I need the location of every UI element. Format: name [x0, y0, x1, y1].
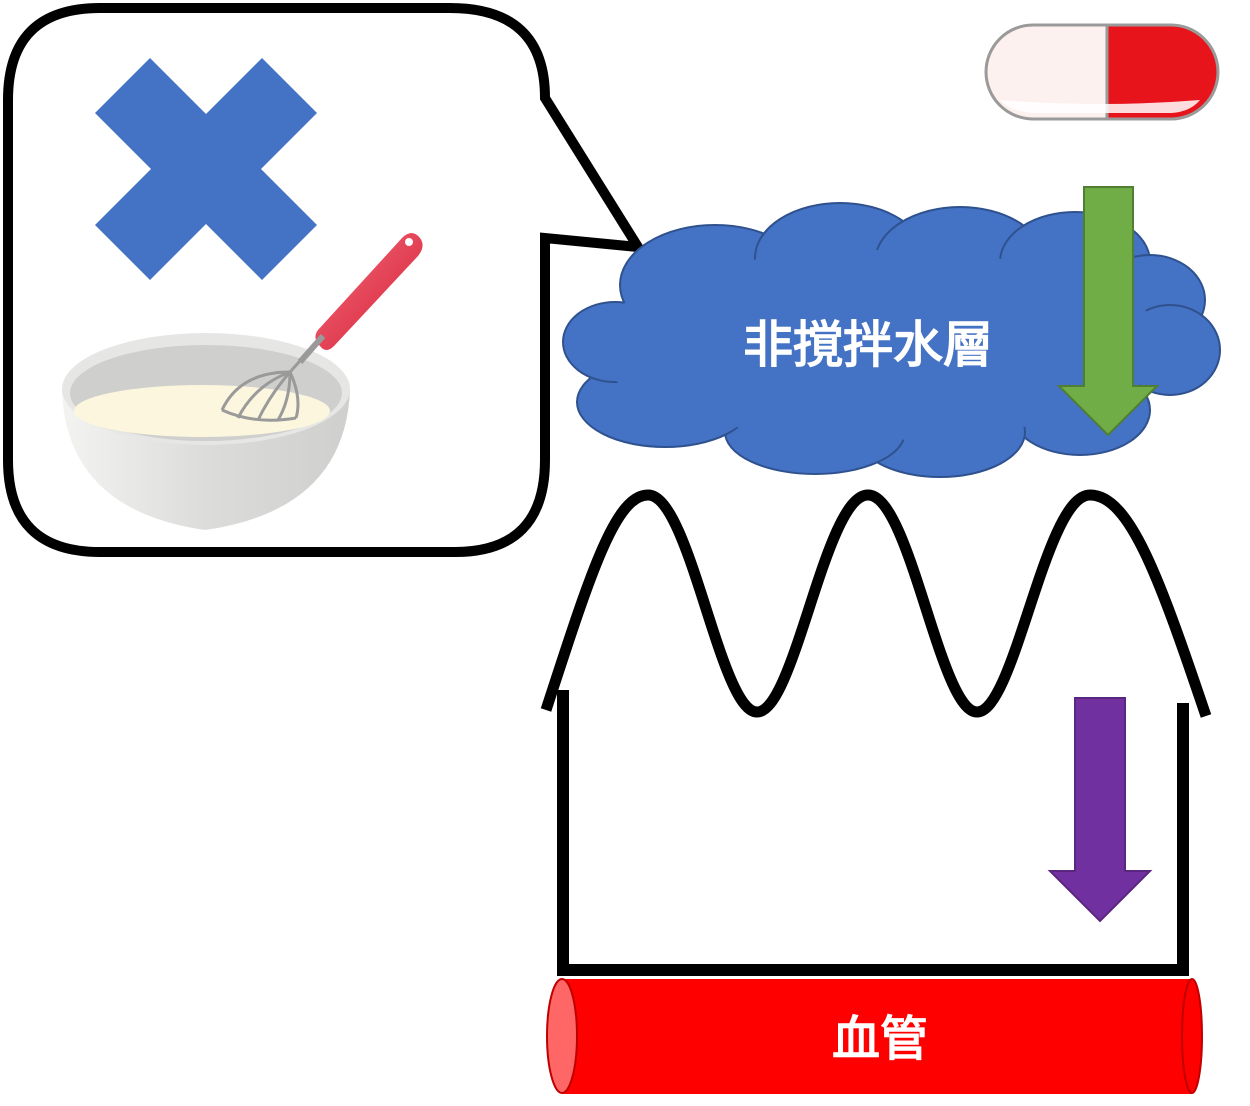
capsule-icon [984, 23, 1220, 121]
down-arrow-icon [1056, 186, 1160, 437]
blood-vessel-label: 血管 [832, 1011, 928, 1067]
blood-vessel: 血管 [546, 978, 1203, 1094]
mixing-bowl-with-whisk-icon [62, 233, 423, 530]
unstirred-water-layer-label: 非撹拌水層 [743, 316, 993, 374]
unstirred-water-layer-cloud: 非撹拌水層 [562, 202, 1221, 478]
cell-outline [557, 690, 1189, 976]
intestinal-villi-wave [540, 489, 1212, 718]
cross-mark-icon [95, 58, 317, 280]
down-arrow-icon [1047, 697, 1153, 923]
